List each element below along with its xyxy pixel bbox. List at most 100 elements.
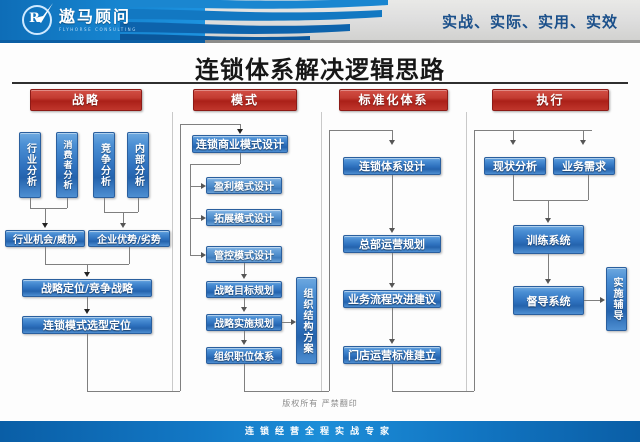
header-slogan: 实战、实际、实用、实效: [441, 13, 618, 31]
page-title: 连锁体系解决逻辑思路: [195, 56, 445, 84]
conn-sw-down: [129, 247, 130, 264]
column-header-strategy[interactable]: 战略: [30, 89, 142, 111]
arrow-to-chain-system: [388, 140, 395, 145]
box-competitor-analysis[interactable]: 竞争分析: [93, 132, 115, 198]
box-internal-analysis[interactable]: 内部分析: [127, 132, 149, 198]
conn-sg-down: [244, 298, 245, 309]
box-chain-mode-position[interactable]: 连锁模式选型定位: [22, 316, 152, 334]
conn-c2-to-c3-right: [244, 391, 329, 392]
logo-name-cn: 遨马顾问: [59, 6, 132, 26]
arrow-to-status-analysis: [509, 140, 516, 145]
divider-1: [172, 112, 173, 392]
box-industry-analysis[interactable]: 行业分析: [19, 132, 41, 198]
arrow-to-hq-plan: [388, 228, 395, 233]
conn-c3-to-c4-right: [392, 391, 474, 392]
conn-bm-spine: [190, 164, 191, 255]
arrow-to-chain-mode: [83, 309, 90, 314]
arrow-to-profit-mode: [201, 182, 206, 189]
conn-bm-b3: [190, 255, 202, 256]
arrow-to-strategy-position: [83, 272, 90, 277]
conn-c4-merge: [513, 200, 588, 201]
arrow-to-control-mode: [201, 251, 206, 258]
box-business-requirement[interactable]: 业务需求: [553, 157, 615, 175]
column-header-mode[interactable]: 模式: [193, 89, 297, 111]
conn-c2-riser: [180, 124, 181, 391]
conn-c2-to-c3-down: [244, 364, 245, 391]
arrow-to-org-position: [240, 340, 247, 345]
arrow-to-business-mode: [236, 129, 243, 134]
conn-sp-down: [87, 264, 88, 274]
arrow-to-expansion-mode: [201, 214, 206, 221]
box-strength-weakness[interactable]: 企业优势/劣势: [88, 230, 170, 247]
box-hq-operation-plan[interactable]: 总部运营规划: [343, 235, 441, 253]
conn-pi-down: [392, 308, 393, 341]
box-org-position-system[interactable]: 组织职位体系: [206, 347, 282, 364]
box-process-improvement[interactable]: 业务流程改进建议: [343, 290, 441, 308]
conn-ss-right: [584, 300, 602, 301]
box-consumer-analysis[interactable]: 消费者分析: [56, 132, 78, 198]
box-org-structure-plan[interactable]: 组织结构方案: [296, 277, 317, 364]
conn-c3-top: [329, 130, 392, 131]
arrow-to-strength: [119, 223, 126, 228]
box-opportunity-threat[interactable]: 行业机会/威协: [5, 230, 85, 247]
box-strategy-goal-plan[interactable]: 战略目标规划: [206, 281, 282, 298]
logo-name-en: FLYHORSE CONSULTING: [59, 26, 137, 32]
conn-comp-down: [104, 198, 105, 212]
column-header-standardization[interactable]: 标准化体系: [339, 89, 448, 111]
conn-c4-merge-down: [548, 200, 549, 220]
conn-c1-to-c2-right: [87, 391, 180, 392]
box-implementation-coaching[interactable]: 实施辅导: [606, 267, 627, 331]
conn-ca-down: [67, 198, 68, 208]
arrow-to-training-system: [544, 218, 551, 223]
conn-comp-right: [104, 212, 123, 213]
logo-letter: R: [29, 11, 40, 26]
conn-c3-to-c4-down: [392, 364, 393, 391]
swoosh-decoration: [120, 0, 388, 40]
logo-circle-icon: R: [22, 3, 53, 35]
box-control-mode-design[interactable]: 管控模式设计: [206, 246, 282, 263]
conn-ia-down: [30, 198, 31, 208]
logo-text-block: 遨马顾问 FLYHORSE CONSULTING: [59, 6, 137, 32]
conn-c4-riser: [474, 130, 475, 391]
box-expansion-mode-design[interactable]: 拓展模式设计: [206, 209, 282, 226]
box-profit-mode-design[interactable]: 盈利模式设计: [206, 177, 282, 194]
conn-bm-b1: [190, 186, 202, 187]
conn-se-down: [244, 331, 245, 342]
conn-c3-drop: [392, 130, 393, 142]
footer-bar: [0, 421, 640, 442]
conn-merge-right-down: [123, 212, 124, 225]
box-chain-system-design[interactable]: 连锁体系设计: [343, 157, 441, 175]
box-supervision-system[interactable]: 督导系统: [513, 286, 584, 315]
arrow-to-process-improve: [388, 283, 395, 288]
conn-ot-down: [45, 247, 46, 264]
box-strategy-position[interactable]: 战略定位/竞争战略: [22, 279, 152, 297]
conn-int-left: [123, 212, 138, 213]
conn-c3-riser: [329, 130, 330, 391]
column-header-execution[interactable]: 执行: [492, 89, 609, 111]
arrow-to-org-structure: [291, 318, 296, 325]
conn-ts-down: [548, 254, 549, 281]
conn-hq-down: [392, 253, 393, 285]
arrow-to-supervision-system: [544, 279, 551, 284]
conn-bm-left: [190, 164, 240, 165]
divider-3: [466, 112, 467, 392]
box-status-analysis[interactable]: 现状分析: [484, 157, 546, 175]
brand-logo: R 遨马顾问 FLYHORSE CONSULTING: [22, 3, 137, 35]
conn-br-down: [588, 175, 589, 200]
conn-cs-down: [392, 175, 393, 230]
conn-int-down: [138, 198, 139, 212]
conn-bm-down: [240, 153, 241, 164]
conn-se-right: [282, 322, 293, 323]
box-store-standard[interactable]: 门店运营标准建立: [343, 346, 441, 364]
arrow-to-business-requirement: [579, 140, 586, 145]
conn-ia-right: [30, 208, 45, 209]
arrow-to-opportunity: [41, 223, 48, 228]
box-training-system[interactable]: 训练系统: [513, 225, 584, 254]
logo-swoosh-icon: [35, 3, 53, 23]
conn-c2-drop: [240, 124, 241, 131]
box-strategy-exec-plan[interactable]: 战略实施规划: [206, 314, 282, 331]
conn-sp2-down: [87, 297, 88, 311]
footer-slogan: 连锁经营全程实战专家: [244, 427, 395, 437]
arrow-to-implementation-coaching: [600, 296, 605, 303]
box-business-mode-design[interactable]: 连锁商业模式设计: [192, 135, 288, 153]
